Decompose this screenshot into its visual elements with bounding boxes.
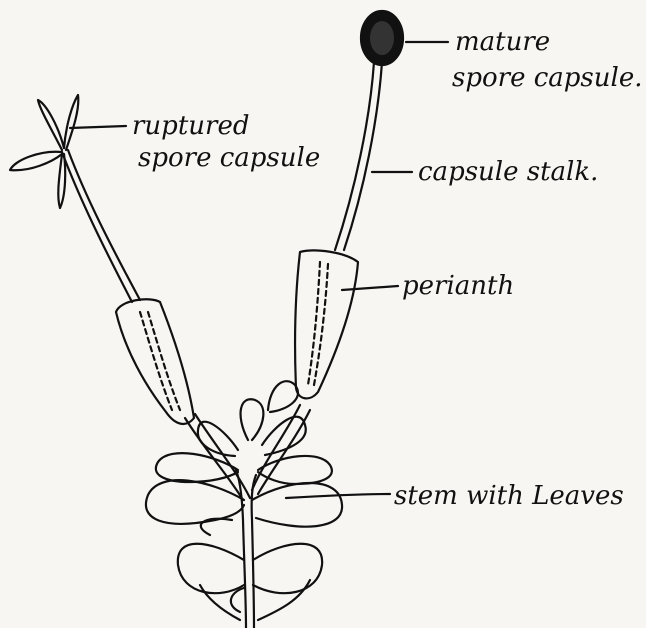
label-stem-with-leaves: stem with Leaves bbox=[394, 482, 624, 510]
label-capsule-stalk: capsule stalk. bbox=[418, 158, 598, 186]
right-capsule-stalk bbox=[335, 62, 382, 250]
mature-capsule bbox=[361, 11, 403, 65]
label-ruptured-spore-capsule: spore capsule bbox=[138, 144, 320, 172]
leader-ruptured-capsule bbox=[70, 126, 126, 128]
leader-stem-with-leaves bbox=[286, 494, 390, 498]
label-perianth: perianth bbox=[402, 272, 514, 300]
left-capsule-stalk bbox=[62, 150, 140, 302]
label-mature-spore-capsule: spore capsule. bbox=[452, 64, 642, 92]
left-perianth bbox=[116, 299, 194, 424]
leaves bbox=[146, 381, 342, 620]
right-perianth bbox=[295, 250, 358, 398]
label-mature: mature bbox=[455, 28, 550, 56]
leader-perianth bbox=[342, 286, 398, 290]
label-ruptured: ruptured bbox=[132, 112, 249, 140]
